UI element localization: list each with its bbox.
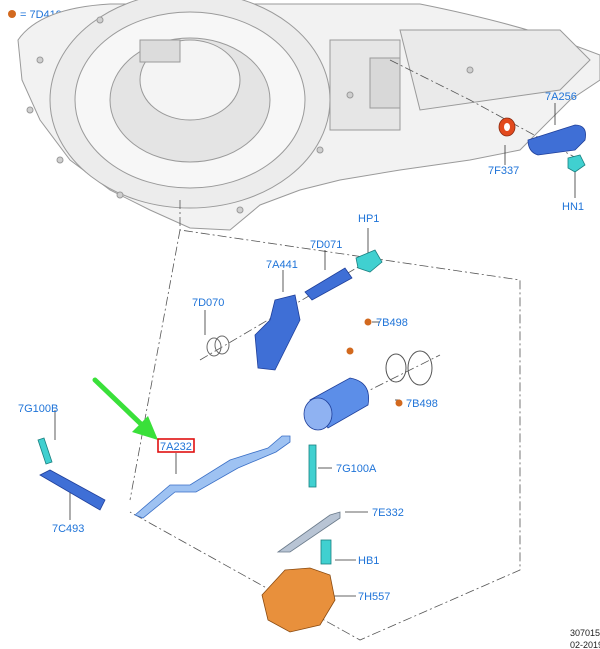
part-7B498-upper[interactable] [385, 353, 407, 383]
label-7G100B[interactable]: 7G100B [18, 403, 58, 415]
part-7E332[interactable] [276, 511, 341, 553]
part-7G100B[interactable] [37, 437, 53, 465]
label-HP1[interactable]: HP1 [358, 213, 379, 225]
part-HN1[interactable] [567, 154, 586, 173]
part-7A441[interactable] [254, 294, 301, 371]
footer-date: 02-2019 [570, 640, 600, 649]
label-7B498-bottom[interactable]: 7B498 [406, 398, 438, 410]
label-7A441[interactable]: 7A441 [266, 259, 298, 271]
label-7F337[interactable]: 7F337 [488, 165, 519, 177]
label-7B498-top[interactable]: 7B498 [376, 317, 408, 329]
part-7B498-lower[interactable] [407, 350, 433, 386]
legend-marker-icon [8, 10, 16, 18]
leader-lines [54, 103, 576, 597]
part-7H557[interactable] [261, 567, 336, 633]
label-7G100A[interactable]: 7G100A [336, 463, 377, 475]
transmission-housing [17, 0, 600, 231]
part-servo-cylinder[interactable] [303, 377, 369, 431]
label-7A232[interactable]: 7A232 [160, 441, 192, 453]
part-7A256[interactable] [527, 124, 586, 156]
pointer-arrow-icon [92, 377, 158, 440]
label-7H557[interactable]: 7H557 [358, 591, 390, 603]
part-HP1[interactable] [355, 249, 383, 273]
part-7B498-marker-upper [364, 318, 372, 326]
label-HB1[interactable]: HB1 [358, 555, 379, 567]
part-7D070[interactable] [206, 335, 230, 357]
part-HB1[interactable] [320, 539, 332, 565]
highlight-box [157, 438, 195, 453]
label-7E332[interactable]: 7E332 [372, 507, 404, 519]
label-7D070[interactable]: 7D070 [192, 297, 224, 309]
part-7G100A[interactable] [308, 444, 317, 488]
part-7D071[interactable] [304, 267, 353, 301]
label-HN1[interactable]: HN1 [562, 201, 584, 213]
footer-code: 307015 [570, 628, 600, 638]
part-7F337[interactable] [498, 117, 516, 137]
part-7C493[interactable] [39, 469, 106, 511]
label-7A256[interactable]: 7A256 [545, 91, 577, 103]
part-7A232[interactable] [134, 435, 291, 519]
label-7C493[interactable]: 7C493 [52, 523, 84, 535]
part-marker-center [346, 347, 354, 355]
label-7D071[interactable]: 7D071 [310, 239, 342, 251]
part-7B498-marker-lower [395, 399, 403, 407]
